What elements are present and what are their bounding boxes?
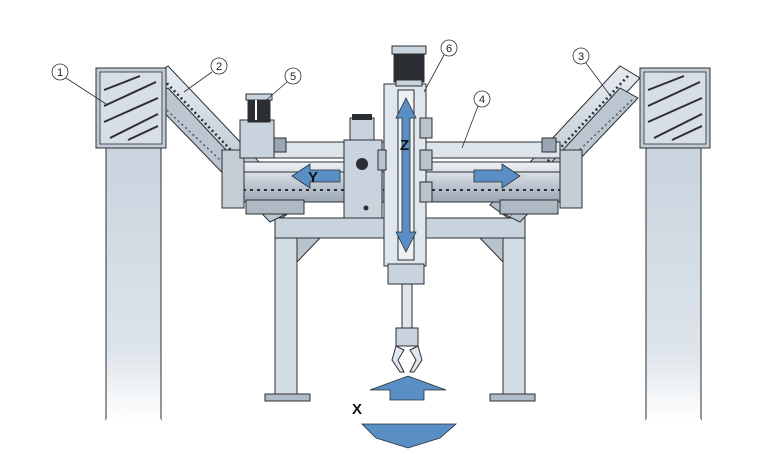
y-drive-motor <box>239 93 275 159</box>
callout-4: 4 <box>461 90 491 149</box>
callout-2: 2 <box>183 57 228 93</box>
callout-6-label: 6 <box>446 43 452 55</box>
callout-5-label: 5 <box>290 71 296 83</box>
callout-2-label: 2 <box>216 61 222 73</box>
callout-4-label: 4 <box>479 94 485 106</box>
callout-6: 6 <box>423 39 458 93</box>
y-axis-arrow <box>291 163 521 189</box>
callout-3-label: 3 <box>578 51 584 63</box>
axis-label-x: X <box>352 401 362 418</box>
axis-label-z: Z <box>400 137 409 154</box>
column-head-right <box>639 67 711 149</box>
gripper <box>391 345 423 373</box>
callout-1-label: 1 <box>57 67 63 79</box>
z-drive-motor <box>391 45 427 87</box>
axis-label-y: Y <box>308 169 318 186</box>
column-head-left <box>95 67 167 149</box>
y-carriage-motor <box>343 114 383 219</box>
x-axis-arrow <box>361 375 458 449</box>
z-shaft <box>387 263 425 347</box>
right-column <box>645 139 702 421</box>
left-column <box>105 139 162 421</box>
z-axis-arrow <box>395 97 417 253</box>
callout-3: 3 <box>572 47 613 99</box>
callout-5: 5 <box>263 67 302 103</box>
callout-1: 1 <box>51 63 107 105</box>
